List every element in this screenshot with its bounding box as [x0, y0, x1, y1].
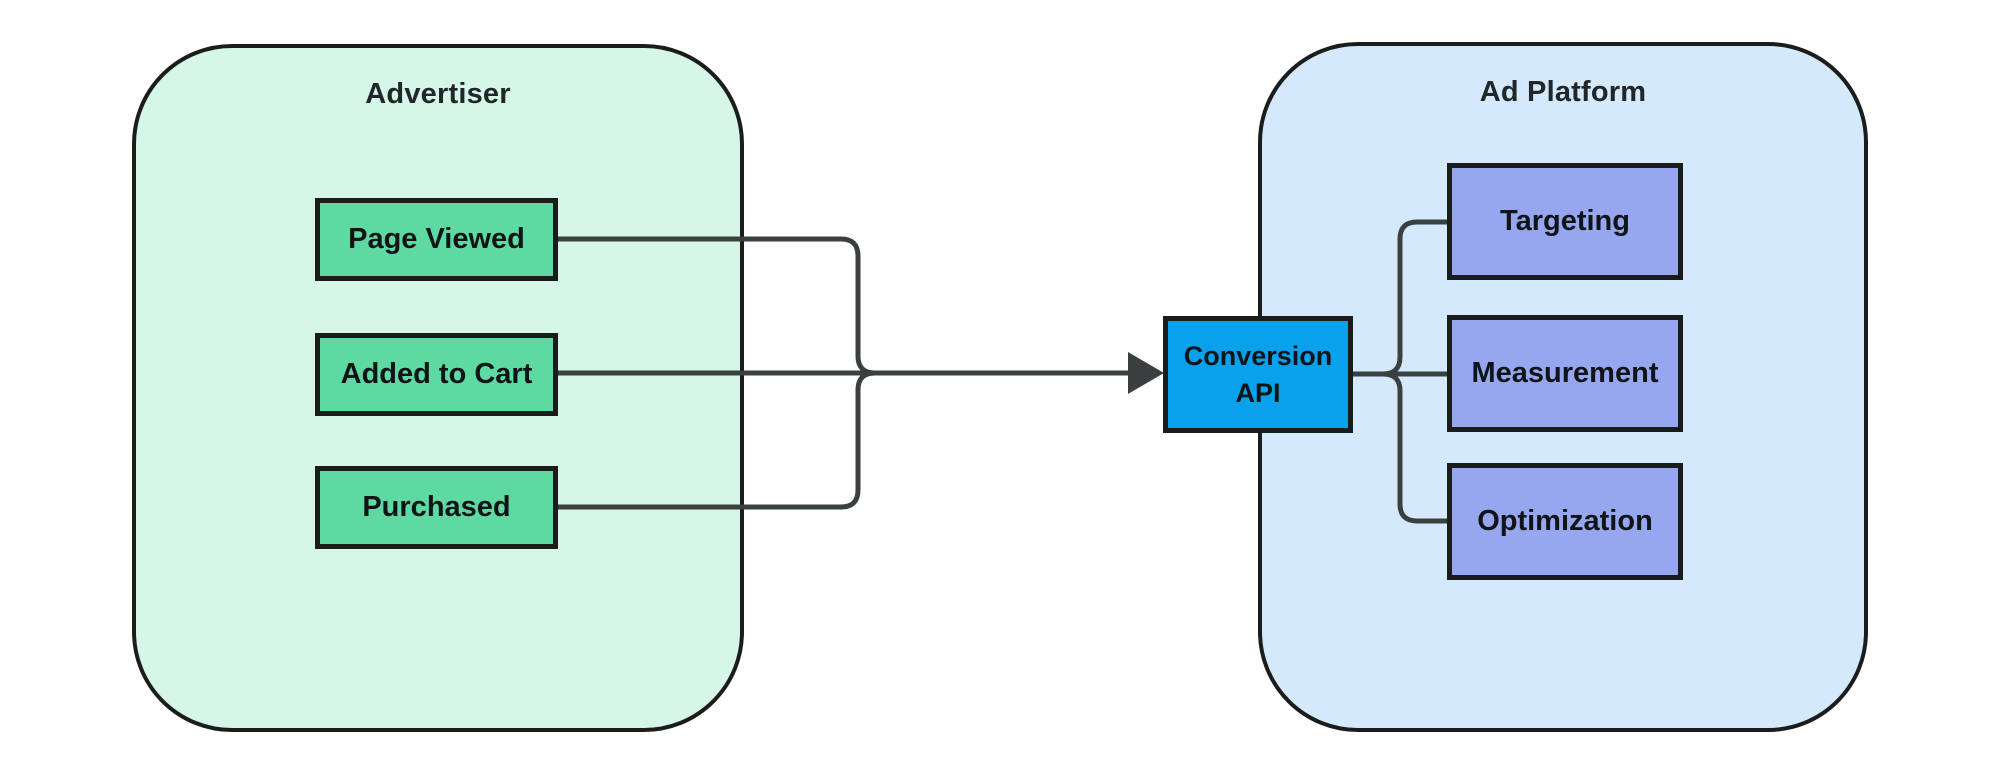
node-conversion-api: Conversion API	[1163, 316, 1353, 433]
node-measurement: Measurement	[1447, 315, 1683, 432]
node-optimization: Optimization	[1447, 463, 1683, 580]
advertiser-group-title: Advertiser	[365, 78, 511, 110]
node-purchased: Purchased	[315, 466, 558, 549]
arrowhead-icon	[1128, 352, 1164, 394]
node-targeting: Targeting	[1447, 163, 1683, 280]
node-page-viewed: Page Viewed	[315, 198, 558, 281]
node-added-to-cart: Added to Cart	[315, 333, 558, 416]
ad-platform-group-title: Ad Platform	[1479, 76, 1647, 108]
